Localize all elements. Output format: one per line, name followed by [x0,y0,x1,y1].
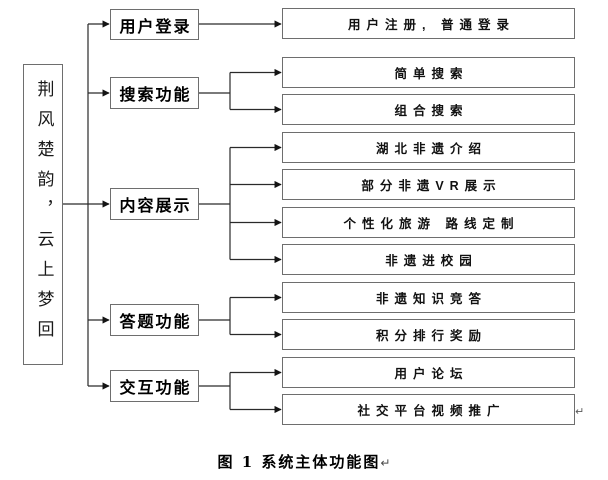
leaf-node-heritage-knowledge-quiz: 非遗知识竞答 [282,282,575,313]
leaf-node-combined-search: 组合搜索 [282,94,575,125]
leaf-label: 部分非遗VR展示 [361,179,502,193]
figure-caption-text: 图 1 系统主体功能图 [217,453,381,471]
branch-label: 内容展示 [119,198,192,215]
paragraph-return-mark-caption: ↵ [380,456,391,470]
branch-label: 交互功能 [119,380,192,397]
leaf-node-personalized-travel-route: 个性化旅游 路线定制 [282,207,575,238]
leaf-label: 简单搜索 [394,67,469,81]
branch-node-content-display: 内容展示 [110,188,199,220]
leaf-label: 社交平台视频推广 [357,404,506,418]
branch-node-search-function: 搜索功能 [110,77,199,109]
branch-node-user-login: 用户登录 [110,9,199,40]
leaf-label: 湖北非遗介绍 [375,142,487,156]
branch-label: 搜索功能 [119,87,192,104]
leaf-label: 个性化旅游 路线定制 [343,217,520,231]
branch-node-interaction-function: 交互功能 [110,370,199,402]
figure-caption: 图 1 系统主体功能图↵ [0,451,608,472]
leaf-node-hubei-heritage-intro: 湖北非遗介绍 [282,132,575,163]
branch-label: 答题功能 [119,314,192,331]
leaf-node-simple-search: 简单搜索 [282,57,575,88]
leaf-label: 组合搜索 [394,104,469,118]
leaf-node-heritage-into-campus: 非遗进校园 [282,244,575,275]
branch-label: 用户登录 [119,18,192,36]
leaf-label: 积分排行奖励 [375,329,487,343]
leaf-node-points-ranking-rewards: 积分排行奖励 [282,319,575,350]
leaf-label: 非遗进校园 [385,254,478,268]
root-node-label: 荆风楚韵，云上梦回 [33,79,54,350]
paragraph-return-mark-diagram: ↵ [575,405,585,418]
leaf-node-social-video-promotion: 社交平台视频推广 [282,394,575,425]
branch-node-quiz-function: 答题功能 [110,304,199,336]
root-node-box: 荆风楚韵，云上梦回 [23,64,63,365]
leaf-label: 非遗知识竞答 [375,292,487,306]
leaf-node-user-forum: 用户论坛 [282,357,575,388]
leaf-node-heritage-vr-display: 部分非遗VR展示 [282,169,575,200]
leaf-label: 用户注册, 普通登录 [348,18,515,32]
leaf-label: 用户论坛 [394,367,469,381]
leaf-node-user-register-login: 用户注册, 普通登录 [282,8,575,39]
